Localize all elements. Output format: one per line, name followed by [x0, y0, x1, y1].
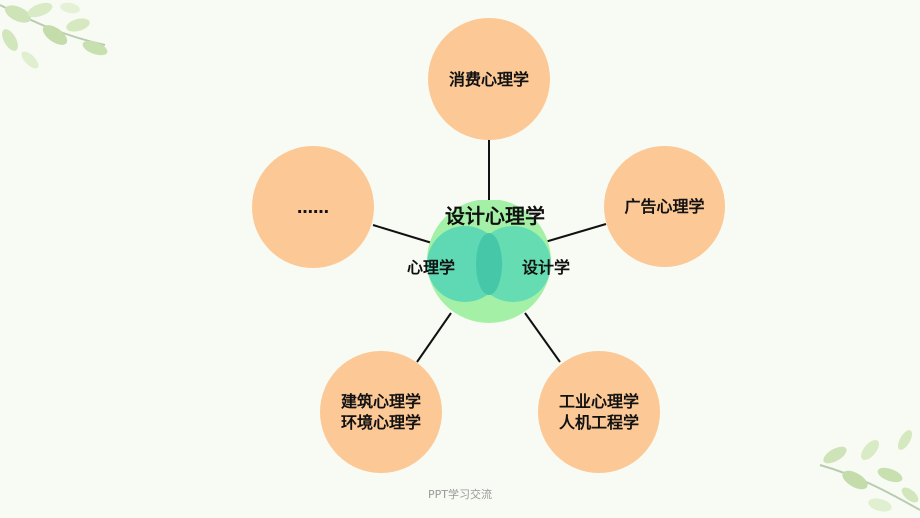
- node-ellipsis: ……: [252, 146, 374, 268]
- node-label: 建筑心理学 环境心理学: [340, 392, 421, 432]
- venn-overlap: [476, 233, 502, 295]
- node-consumer-psychology: 消费心理学: [428, 18, 550, 140]
- center-title: 设计心理学: [445, 204, 545, 228]
- center-venn: [427, 200, 551, 323]
- node-advertising-psychology: 广告心理学: [604, 146, 725, 267]
- node-architecture-environment: 建筑心理学 环境心理学: [320, 351, 442, 473]
- connector-left: [372, 224, 433, 244]
- connector-bottom-left: [416, 312, 452, 363]
- connector-bottom-right: [524, 312, 561, 363]
- overlap-label-psychology: 心理学: [407, 258, 456, 277]
- node-industrial-ergonomics: 工业心理学 人机工程学: [538, 351, 660, 473]
- node-label: ……: [297, 197, 329, 217]
- footer-text: PPT学习交流: [428, 488, 492, 501]
- node-label: 广告心理学: [624, 197, 705, 216]
- node-label: 工业心理学 人机工程学: [558, 392, 639, 432]
- connector-right: [544, 223, 607, 243]
- leaf-decoration-top-left-icon: [0, 2, 108, 69]
- node-label: 消费心理学: [448, 69, 529, 89]
- overlap-label-design: 设计学: [522, 258, 571, 277]
- leaf-decoration-bottom-right-icon: [819, 430, 920, 512]
